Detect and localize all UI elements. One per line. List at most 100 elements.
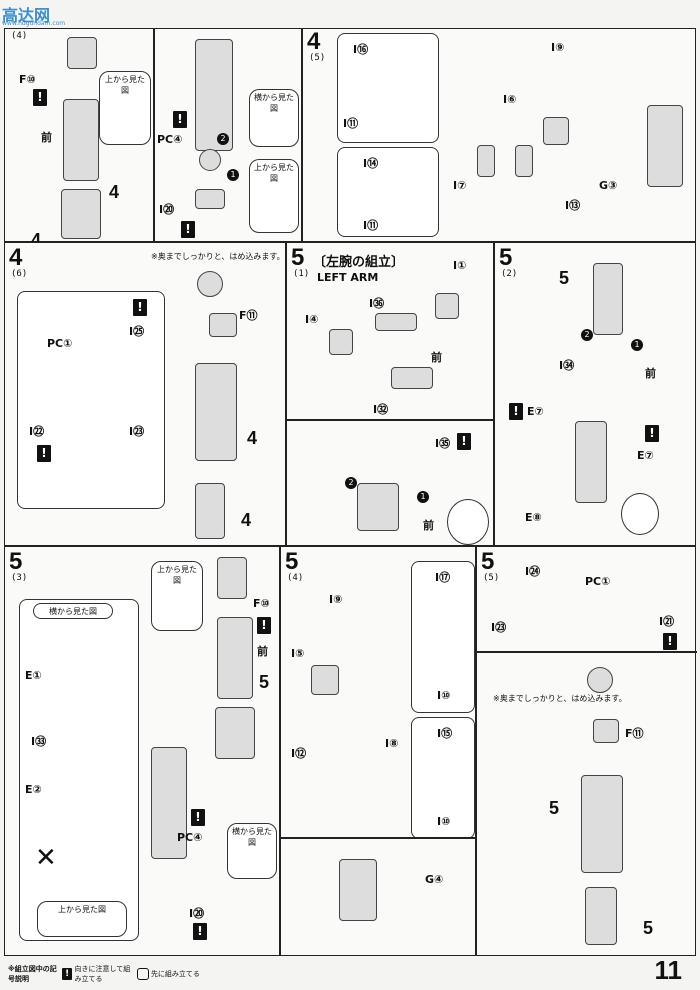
step-sub: (3) (11, 573, 28, 583)
part-label: PC① (47, 337, 73, 350)
section-title-en: LEFT ARM (317, 271, 379, 284)
caution-icon: ! (37, 445, 51, 462)
order-2: 2 (581, 329, 593, 341)
base-part (195, 189, 225, 209)
forearm-part (195, 39, 233, 151)
hand-part (195, 483, 225, 539)
view-bubble: 上から見た図 (99, 71, 151, 145)
caution-icon: ! (663, 633, 677, 650)
panel-5-3: 5 (3) 上から見た図 F⑩ ! 前 5 横から見た図 E① I㉝ E② ✕ … (4, 546, 280, 956)
caution-icon: ! (173, 111, 187, 128)
caution-icon: ! (181, 221, 195, 238)
shield-part (329, 329, 353, 355)
detail-inset (337, 147, 439, 237)
front-label: 前 (431, 351, 442, 364)
ref-step: 4 (241, 510, 252, 530)
elbow-assembly (357, 483, 399, 531)
wrong-mark: ✕ (35, 843, 57, 873)
lower-arm-part (215, 707, 255, 759)
ref-step: 4 (31, 230, 42, 250)
ref-step: 5 (643, 918, 654, 938)
detail-inset (411, 561, 475, 713)
view-bubble: 上から見た図 (249, 159, 299, 233)
part-label: I⑳ (159, 203, 175, 216)
part-label: E② (25, 783, 42, 796)
part-label: I㉔ (525, 565, 541, 578)
symbol-legend: ※組立図中の記号説明 ! 向きに注意して組み立てる 先に組み立てる (8, 964, 268, 984)
detail-inset (19, 599, 139, 941)
step-number: 5 (291, 244, 305, 271)
instruction-note: ※奥までしっかりと、はめ込みます。 (151, 252, 285, 261)
detail-inset (447, 499, 489, 545)
finger-part (477, 145, 495, 177)
part-label: I㉓ (129, 425, 145, 438)
front-label: 前 (41, 131, 52, 144)
caution-icon: ! (509, 403, 523, 420)
view-bubble: 横から見た図 (227, 823, 277, 879)
shoulder-assembly (575, 421, 607, 503)
view-bubble: 横から見た図 (33, 603, 113, 619)
part-label: I⑳ (189, 907, 205, 920)
view-bubble: 横から見た図 (249, 89, 299, 147)
part-label: E⑦ (637, 449, 654, 462)
front-label: 前 (645, 367, 656, 380)
part-label: I⑨ (329, 593, 343, 606)
part-label: I㉝ (31, 735, 47, 748)
part-label: I㉕ (129, 325, 145, 338)
legend-item-1: 向きに注意して組み立てる (74, 965, 131, 983)
view-bubble: 上から見た図 (151, 561, 203, 631)
upper-arm-part (217, 617, 253, 699)
step-sub: (6) (11, 269, 28, 279)
hand-part (543, 117, 569, 145)
caution-icon: ! (133, 299, 147, 316)
part-label: I⑩ (437, 689, 451, 702)
legend-item-2: 先に組み立てる (150, 970, 200, 978)
armor-part (209, 313, 237, 337)
part-label: I⑥ (503, 93, 517, 106)
order-1: 1 (417, 491, 429, 503)
part-label: F⑩ (19, 73, 36, 86)
elbow-part (587, 667, 613, 693)
step-sub: (2) (501, 269, 518, 279)
caution-icon: ! (193, 923, 207, 940)
step-number: 5 (499, 244, 513, 271)
shoulder-part (67, 37, 97, 69)
part-label: I㉜ (373, 403, 389, 416)
part-label: I㉟ (435, 437, 451, 450)
hand-assembly (339, 859, 377, 921)
panel-5-4: 5 (4) I⑨ I⑤ I⑫ I⑧ I⑰ I⑩ I⑮ I⑩ G④ (280, 546, 477, 956)
panel-4-6: 4 (6) ※奥までしっかりと、はめ込みます。 ! I㉕ PC① I㉒ ! I㉓… (4, 242, 286, 546)
watermark-logo: 高达网 (2, 6, 51, 25)
detail-inset (337, 33, 439, 143)
part-label: I⑫ (291, 747, 307, 760)
ref-step: 4 (247, 428, 258, 448)
legend-icon-2 (136, 968, 149, 980)
part-label: PC④ (157, 133, 183, 146)
forearm-part (195, 363, 237, 461)
part-label: I④ (305, 313, 319, 326)
part-label: I㉞ (559, 359, 575, 372)
ref-step: 4 (109, 182, 120, 202)
part-label: I⑪ (343, 117, 359, 130)
part-label: PC④ (177, 831, 203, 844)
shoulder-part (217, 557, 247, 599)
part-label: PC① (585, 575, 611, 588)
step-number: 4 (307, 28, 321, 55)
part-label: I⑭ (363, 157, 379, 170)
detail-inset (411, 717, 475, 839)
caution-icon: ! (257, 617, 271, 634)
panel-4-4: (4) F⑩ ! 前 上から見た図 4 4 ! PC④ 横から見た図 上から見た… (4, 28, 302, 250)
panel-5-1: 5 (1) 〔左腕の組立〕 LEFT ARM I① I㊱ I④ 前 I㉜ I㉟ … (286, 242, 495, 546)
step-sub: (1) (293, 269, 310, 279)
part-label: I⑤ (291, 647, 305, 660)
part-label: I⑨ (551, 41, 565, 54)
part-label: F⑪ (625, 727, 644, 740)
step-number: 4 (9, 244, 23, 271)
part-label: I⑮ (437, 727, 453, 740)
order-1: 1 (631, 339, 643, 351)
part-label: G④ (425, 873, 444, 886)
part-label: E⑦ (527, 405, 544, 418)
ref-step: 5 (549, 798, 560, 818)
step-sub: (4) (287, 573, 304, 583)
part-label: I⑬ (565, 199, 581, 212)
